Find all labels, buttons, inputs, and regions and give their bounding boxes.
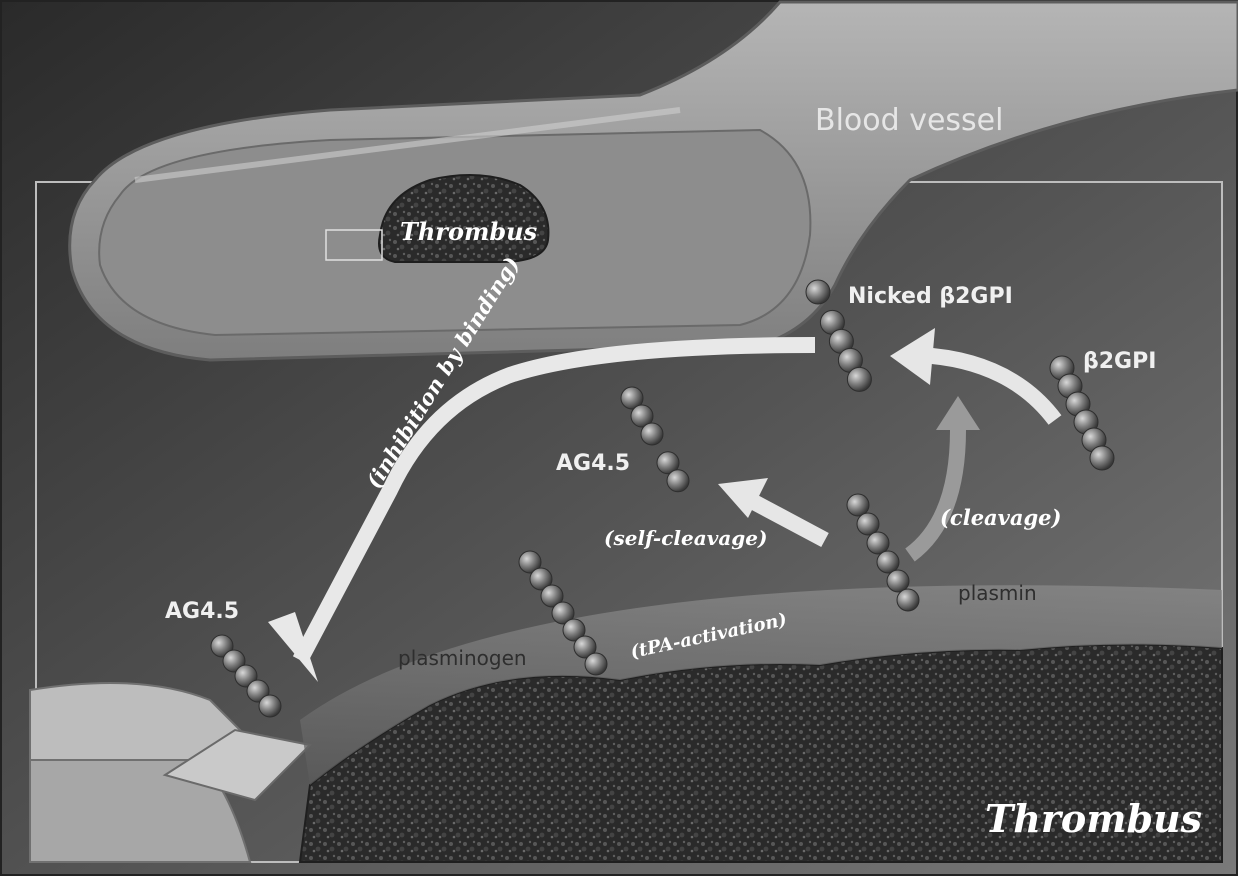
label-blood-vessel: Blood vessel [815,103,1003,138]
molecule-bead [857,513,879,535]
molecule-bead [641,423,663,445]
molecule-bead [1090,446,1114,470]
label-cleavage: (cleavage) [940,505,1061,530]
label-ag45-left: AG4.5 [165,599,239,624]
label-b2gpi: β2GPI [1083,349,1156,374]
molecule-bead [667,470,689,492]
label-plasminogen: plasminogen [398,646,527,670]
label-ag45-mid: AG4.5 [556,451,630,476]
label-thrombus-small: Thrombus [400,217,538,246]
molecule-bead [259,695,281,717]
molecule-bead [847,367,871,391]
molecule-bead [867,532,889,554]
molecule-bead [847,494,869,516]
molecule-bead [897,589,919,611]
molecule-bead [887,570,909,592]
label-nicked-b2gpi: Nicked β2GPI [848,284,1013,309]
label-self-cleavage: (self-cleavage) [604,526,767,550]
label-plasmin: plasmin [958,581,1037,605]
molecule-bead [585,653,607,675]
molecule-bead [877,551,899,573]
molecule-bead [806,280,830,304]
label-thrombus-large: Thrombus [985,796,1202,841]
